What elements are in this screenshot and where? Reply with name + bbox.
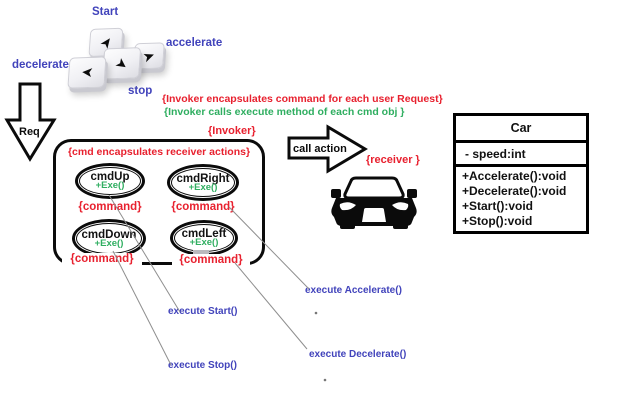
invoker-calls-note: {Invoker calls execute method of each cm… [164,106,405,118]
cmdright-exe: +Exe() [188,181,218,193]
car-method-start: +Start():void [462,199,534,213]
req-arrow: Req [4,82,57,162]
left-arrow-icon: ➤ [79,64,94,81]
line-cmdleft-decelerate [234,262,308,350]
cmddown-stereotype: {command} [62,253,142,265]
cmdleft-exe-underline-artifact [193,250,209,254]
invoker-encapsulates-note: {Invoker encapsulates command for each u… [162,93,443,105]
right-arrow-icon: ➤ [141,46,157,66]
car-class-methods: +Accelerate():void +Decelerate():void +S… [456,167,586,229]
cmdleft-stereotype: {command} [172,254,250,266]
arrow-keys-image: ➤ ➤ ➤ ➤ [59,18,174,102]
down-arrow-key: ➤ [102,47,142,80]
call-action-arrow: call action [287,124,368,174]
cmddown-exe: +Exe() [94,237,124,249]
car-class-box: Car - speed:int +Accelerate():void +Dece… [453,113,589,234]
car-method-decelerate: +Decelerate():void [462,184,567,198]
cmdup-exe: +Exe() [95,180,125,191]
cmdright-ellipse: cmdRight +Exe() [167,164,239,201]
decelerate-label: decelerate [12,59,69,71]
cmdright-name: cmdRight [176,172,230,185]
receiver-label: {receiver } [366,154,420,166]
cmdup-name: cmdUp [90,171,130,183]
car-method-stop: +Stop():void [462,214,533,228]
down-arrow-icon: ➤ [111,53,132,74]
start-label: Start [92,6,119,18]
cmdleft-exe: +Exe() [189,237,219,248]
line-cmddown-stop [112,250,172,366]
execute-start-label: execute Start() [168,306,238,317]
req-arrow-label: Req [19,126,40,138]
invoker-label: {Invoker} [208,125,256,137]
car-icon [331,176,417,229]
car-class-title: Car [456,116,586,143]
stray-dot [323,378,327,382]
cmdright-stereotype: {command} [164,201,242,213]
execute-accelerate-label: execute Accelerate() [305,285,402,296]
execute-stop-label: execute Stop() [168,360,237,371]
call-action-label: call action [293,143,347,155]
stray-dot [314,311,318,315]
left-arrow-key: ➤ [67,56,107,89]
cmd-note: {cmd encapsulates receiver actions} [67,146,251,158]
car-class-attribute: - speed:int [456,143,586,167]
cmdleft-name: cmdLeft [181,228,227,240]
accelerate-label: accelerate [166,37,223,49]
car-method-accelerate: +Accelerate():void [462,169,567,183]
cmdup-ellipse: cmdUp +Exe() [75,163,145,199]
stop-label: stop [128,85,153,97]
execute-decelerate-label: execute Decelerate() [309,349,407,360]
cmdup-stereotype: {command} [72,201,148,213]
